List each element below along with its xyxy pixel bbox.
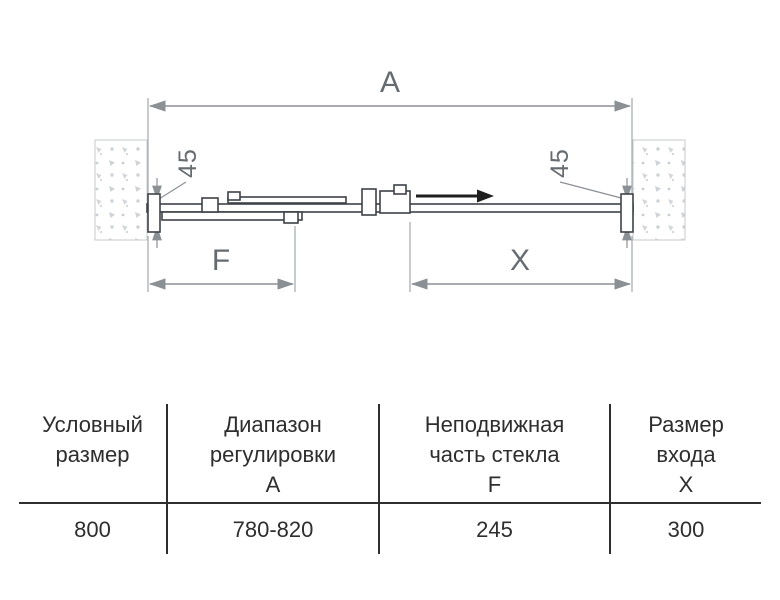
wall-profile-left [147,193,161,233]
roller-left [201,197,219,213]
header-line: F [487,472,502,497]
header-line: Размер [648,412,724,437]
dimension-label-f: F [212,244,230,277]
header-line: размер [55,442,130,467]
fixed-glass-bar [161,211,303,221]
table-header-entry-size: Размер входа X [611,404,761,502]
table-header-conditional-size: Условный размер [19,404,168,502]
value-conditional-size: 800 [19,504,168,554]
header-line: часть стекла [429,442,560,467]
slide-direction-arrow [416,189,494,203]
header-line: X [678,472,694,497]
dimension-table: Условный размер Диапазон регулировки А Н… [19,404,761,554]
value-entry-size: 300 [667,517,705,542]
glass-clamp-foot [283,211,299,224]
roller-right [361,188,377,216]
leader-45-right [559,181,626,200]
wall-right [632,139,686,241]
door-assembly [146,184,634,233]
header-line: Неподвижная [424,412,565,437]
extension-lines [147,98,633,292]
header-line: регулировки [209,442,337,467]
header-line: А [265,472,281,497]
table-header-fixed-glass: Неподвижная часть стекла F [380,404,611,502]
table-value-row: 800 780-820 245 300 [19,504,761,554]
value-adjustment-range: 780-820 [168,504,380,554]
header-line: Условный [42,412,143,437]
value-fixed-glass: 245 [380,504,611,554]
top-arm [227,196,347,204]
header-line: Диапазон [224,412,322,437]
table-header-adjustment-range: Диапазон регулировки А [168,404,380,502]
technical-drawing: A F X 45 45 [94,66,686,292]
wall-profile-right [620,193,634,233]
table-header-row: Условный размер Диапазон регулировки А Н… [19,404,761,504]
dimension-label-x: X [510,244,530,277]
header-line: входа [656,442,716,467]
dimension-label-45-left: 45 [174,148,202,178]
leader-45-left [158,181,187,200]
roller-small [227,191,241,201]
carriage-knob [393,184,407,195]
wall-left [94,139,148,241]
dimension-label-45-right: 45 [546,148,574,178]
dimension-label-a: A [380,66,400,99]
